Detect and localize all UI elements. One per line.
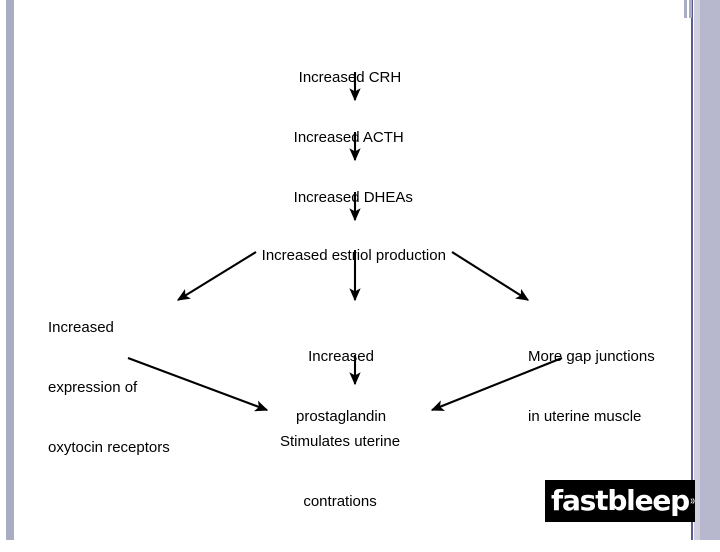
- node-label-line-2: contrations: [303, 493, 377, 510]
- node-increased-estriol-production: Increased estriol production: [245, 226, 446, 286]
- node-increased-crh: Increased CRH: [282, 48, 402, 108]
- node-label-line-3: oxytocin receptors: [48, 439, 170, 456]
- node-increased-acth: Increased ACTH: [277, 108, 404, 168]
- node-label: Increased CRH: [298, 69, 402, 86]
- node-label-line-2: in uterine muscle: [528, 408, 642, 425]
- node-label: Increased ACTH: [293, 129, 404, 146]
- fastbleep-logo: fastbleep: [545, 480, 695, 522]
- right-accent-band: [700, 0, 720, 540]
- node-increased-dheas: Increased DHEAs: [277, 168, 413, 228]
- node-label: Increased estriol production: [261, 247, 446, 264]
- top-tick-mark-left: [684, 0, 687, 18]
- top-tick-mark-right: [689, 0, 692, 18]
- slide-canvas: Increased CRH Increased ACTH Increased D…: [6, 0, 720, 540]
- signal-waves-icon: [690, 498, 695, 504]
- node-label-line-1: Increased: [48, 319, 114, 336]
- node-oxytocin-receptors: Increased expression of oxytocin recepto…: [48, 278, 170, 498]
- fastbleep-wordmark: fastbleep: [551, 484, 690, 517]
- arrow-estriol-to-oxytocin: [176, 251, 257, 301]
- node-gap-junctions: More gap junctions in uterine muscle: [528, 307, 655, 467]
- arrow-oxytocin-to-stimulates: [127, 357, 269, 412]
- right-light-band: [694, 0, 700, 540]
- node-label-line-1: Stimulates uterine: [280, 433, 401, 450]
- node-label-line-1: More gap junctions: [528, 348, 655, 365]
- node-label-line-2: prostaglandin: [296, 408, 387, 425]
- node-increased-prostaglandin: Increased prostaglandin: [296, 307, 386, 467]
- arrow-gapjunctions-to-stimulates: [430, 357, 563, 411]
- flowchart-arrows: [127, 72, 563, 412]
- node-label-line-1: Increased: [308, 348, 374, 365]
- node-label-line-2: expression of: [48, 379, 138, 396]
- node-stimulates-uterine-contractions: Stimulates uterine contrations: [280, 392, 400, 552]
- right-vertical-rule: [691, 0, 693, 540]
- arrow-estriol-to-gapjunctions: [451, 251, 530, 301]
- node-label: Increased DHEAs: [293, 189, 413, 206]
- left-accent-band: [6, 0, 14, 540]
